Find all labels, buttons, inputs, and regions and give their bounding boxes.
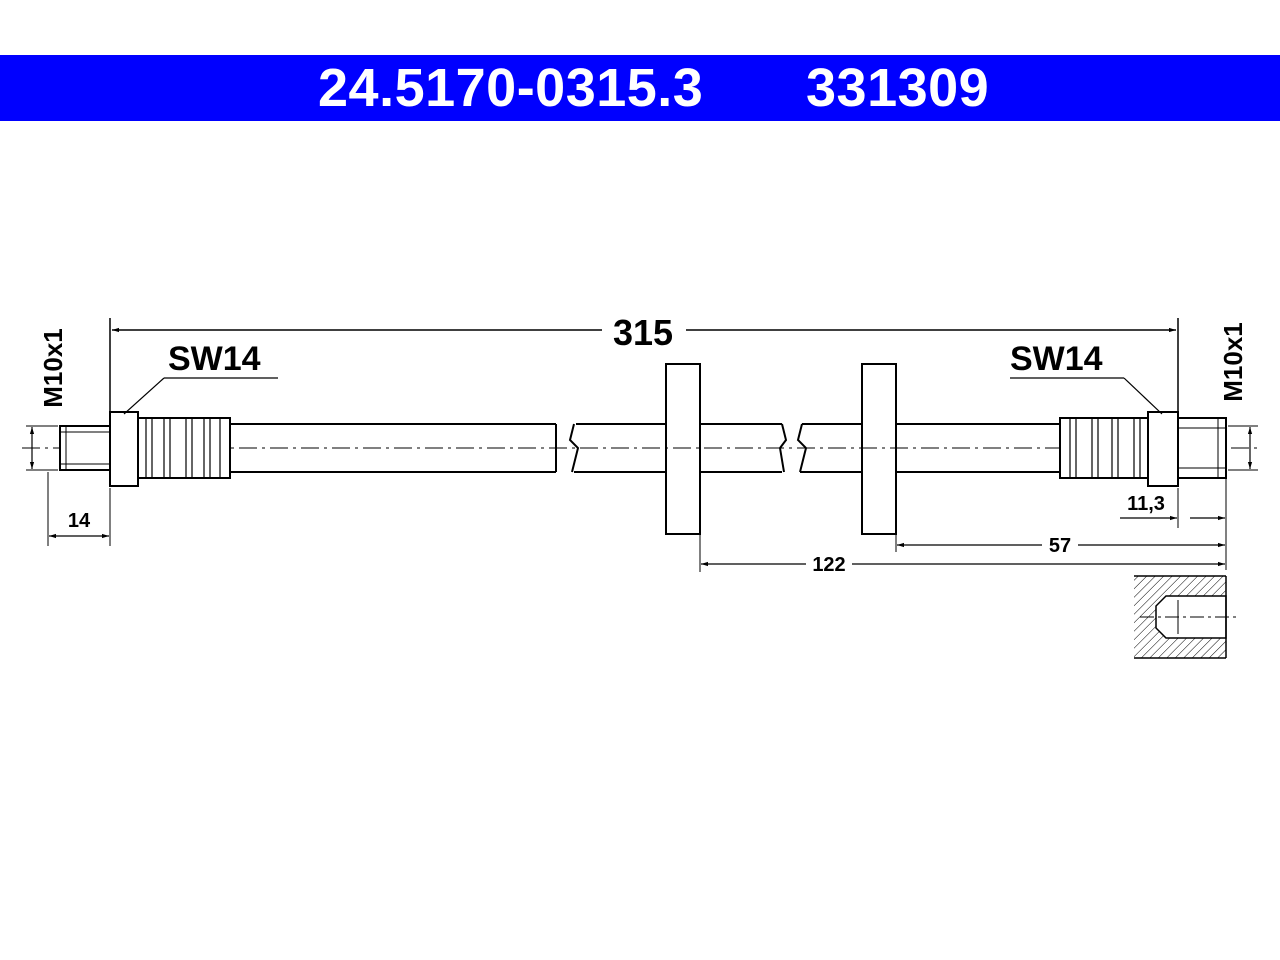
bracket-right <box>861 363 897 535</box>
right-thread-dimension: M10x1 <box>1218 322 1258 471</box>
overall-length-label: 315 <box>613 312 673 353</box>
right-fitting <box>1059 411 1227 487</box>
left-wrench-callout: SW14 <box>123 340 278 415</box>
left-thread-size: M10x1 <box>38 328 68 408</box>
left-wrench-size: SW14 <box>168 340 261 378</box>
reference-number: 331309 <box>806 58 990 118</box>
bracket-spacing-label: 122 <box>812 554 845 576</box>
title-bar: 24.5170-0315.3 331309 <box>0 55 1280 121</box>
port-section-detail <box>1134 575 1238 659</box>
bracket-to-end-dimension: 57 <box>895 534 1225 557</box>
left-length-label: 14 <box>68 510 91 532</box>
overall-length-dimension: 315 <box>109 312 1179 440</box>
right-length-label: 11,3 <box>1127 493 1165 515</box>
right-wrench-size: SW14 <box>1010 340 1103 378</box>
bracket-left <box>665 363 701 535</box>
part-number: 24.5170-0315.3 <box>318 58 704 118</box>
right-thread-size: M10x1 <box>1218 322 1248 402</box>
right-wrench-callout: SW14 <box>1010 340 1163 415</box>
bracket-to-end-label: 57 <box>1049 535 1071 557</box>
left-fitting <box>59 411 231 487</box>
bracket-spacing-dimension: 122 <box>699 534 1225 576</box>
left-thread-dimension: M10x1 <box>26 328 68 471</box>
left-length-dimension: 14 <box>47 472 111 546</box>
right-length-dimension: 11,3 <box>1120 478 1227 570</box>
